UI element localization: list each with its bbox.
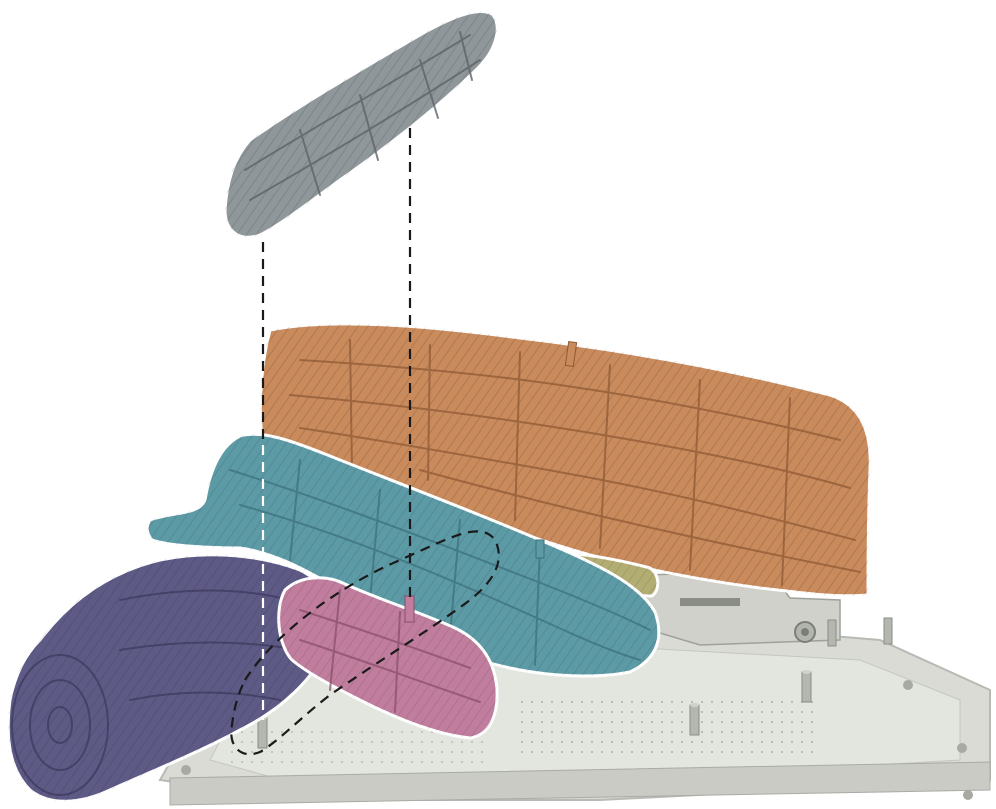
- tray-screw-3: [903, 680, 913, 690]
- tray-pin-1-top: [690, 703, 699, 707]
- tray-slot: [680, 598, 740, 606]
- tray-screw-2: [957, 743, 967, 753]
- log-floating: [225, 11, 497, 237]
- tray-screw-1: [181, 765, 191, 775]
- tray-pin-1: [690, 705, 699, 735]
- tray-dot-grid: [520, 700, 820, 760]
- tray-pin-3: [828, 620, 836, 646]
- log-teal-peg: [536, 540, 544, 558]
- tray-pin-4: [884, 618, 892, 644]
- tray-pin-5: [258, 718, 267, 748]
- log-floating-shade: [225, 11, 497, 237]
- tray-pin-2: [802, 672, 811, 702]
- log-pink-peg: [405, 596, 414, 622]
- tray-pin-2-top: [802, 670, 811, 674]
- valve-knob-inner: [801, 628, 809, 636]
- tray-screw-4: [963, 790, 973, 800]
